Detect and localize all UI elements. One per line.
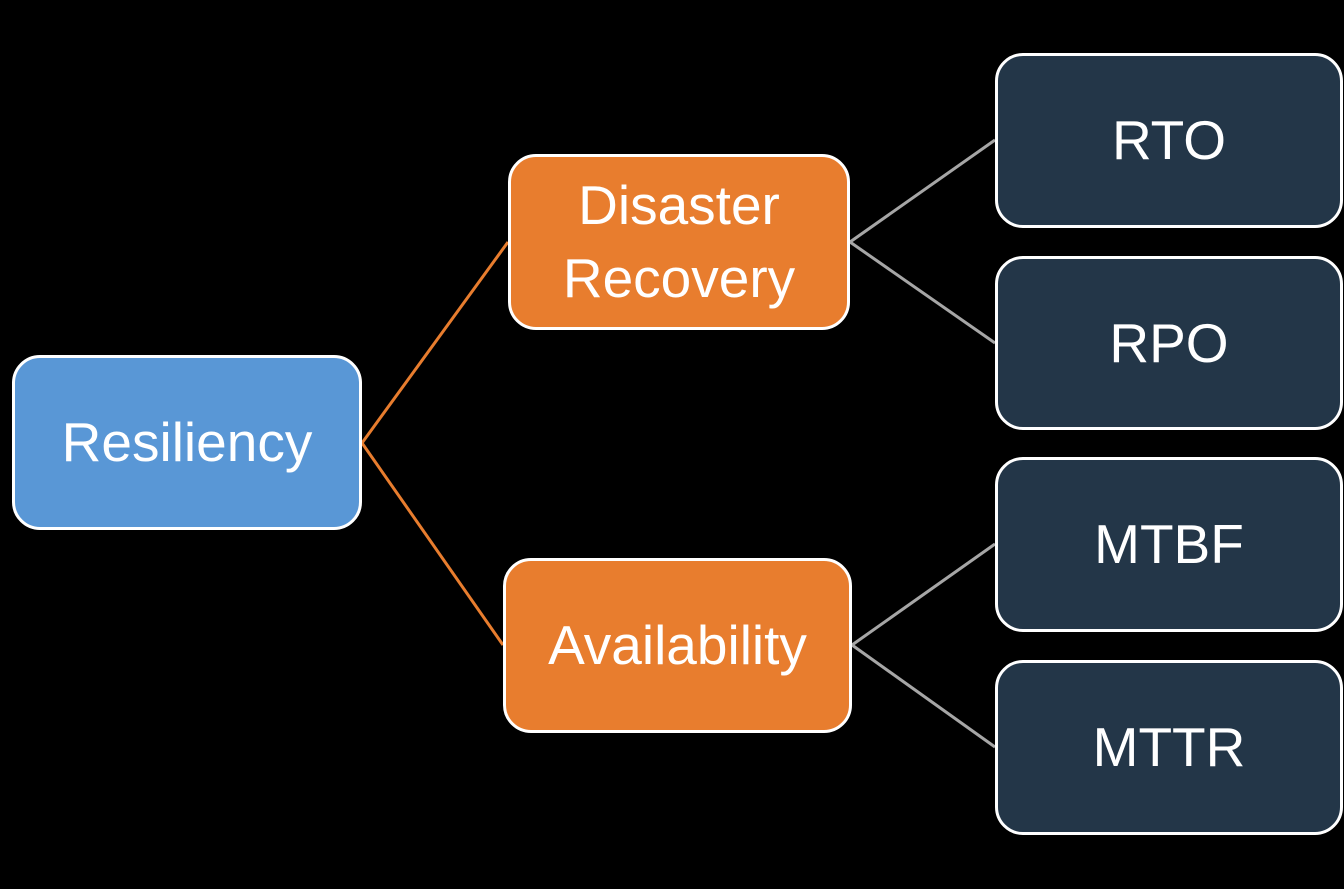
node-resiliency-label: Resiliency: [61, 411, 313, 474]
connector-disaster-recovery-rpo: [849, 240, 996, 345]
node-availability: Availability: [503, 558, 852, 733]
node-disaster-recovery: Disaster Recovery: [508, 154, 850, 330]
node-mttr-label: MTTR: [1092, 716, 1246, 779]
connector-resiliency-availability: [360, 442, 505, 646]
connector-availability-mttr: [851, 643, 996, 749]
node-mttr: MTTR: [995, 660, 1343, 835]
node-mtbf: MTBF: [995, 457, 1343, 632]
node-rpo-label: RPO: [1109, 311, 1229, 374]
node-availability-label: Availability: [548, 614, 807, 677]
connector-availability-mtbf: [851, 542, 996, 647]
node-rto: RTO: [995, 53, 1343, 228]
node-rto-label: RTO: [1111, 109, 1227, 172]
connector-resiliency-disaster-recovery: [360, 241, 510, 444]
node-mtbf-label: MTBF: [1094, 513, 1244, 576]
node-rpo: RPO: [995, 256, 1343, 430]
node-resiliency: Resiliency: [12, 355, 362, 530]
connector-disaster-recovery-rto: [849, 138, 996, 244]
node-disaster-recovery-label: Disaster Recovery: [562, 174, 796, 309]
